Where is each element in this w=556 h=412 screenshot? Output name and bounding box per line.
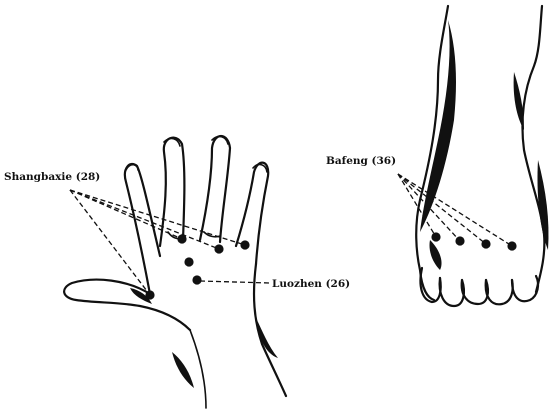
foot-toe-3	[462, 280, 488, 304]
foot-shading	[514, 72, 524, 130]
hand-ring-finger	[160, 138, 184, 246]
shangbaxie-label: Shangbaxie (28)	[4, 171, 100, 183]
bafeng-leader-lines	[398, 174, 512, 246]
hand-shading	[172, 352, 194, 388]
foot-shading	[537, 160, 548, 250]
foot-toe-4	[486, 280, 513, 304]
bafeng-label: Bafeng (36)	[326, 155, 396, 167]
foot-illustration	[416, 6, 548, 306]
hand-wrist-edge	[190, 330, 206, 408]
foot-shading	[420, 20, 456, 232]
foot-shading	[429, 240, 441, 270]
hand-point	[184, 257, 193, 266]
hand-little-finger	[125, 164, 160, 294]
luozhen-leader-line	[200, 281, 270, 283]
shangbaxie-point	[240, 240, 249, 249]
hand-thumb	[64, 280, 190, 330]
foot-toe-2	[440, 278, 464, 306]
foot-toe-5	[512, 276, 538, 301]
hand-middle-finger	[200, 136, 230, 242]
foot-outline-right	[522, 6, 544, 292]
luozhen-label: Luozhen (26)	[272, 278, 350, 290]
bafeng-point	[507, 241, 516, 250]
hand-index-finger	[236, 163, 268, 264]
luozhen-point	[192, 275, 201, 284]
